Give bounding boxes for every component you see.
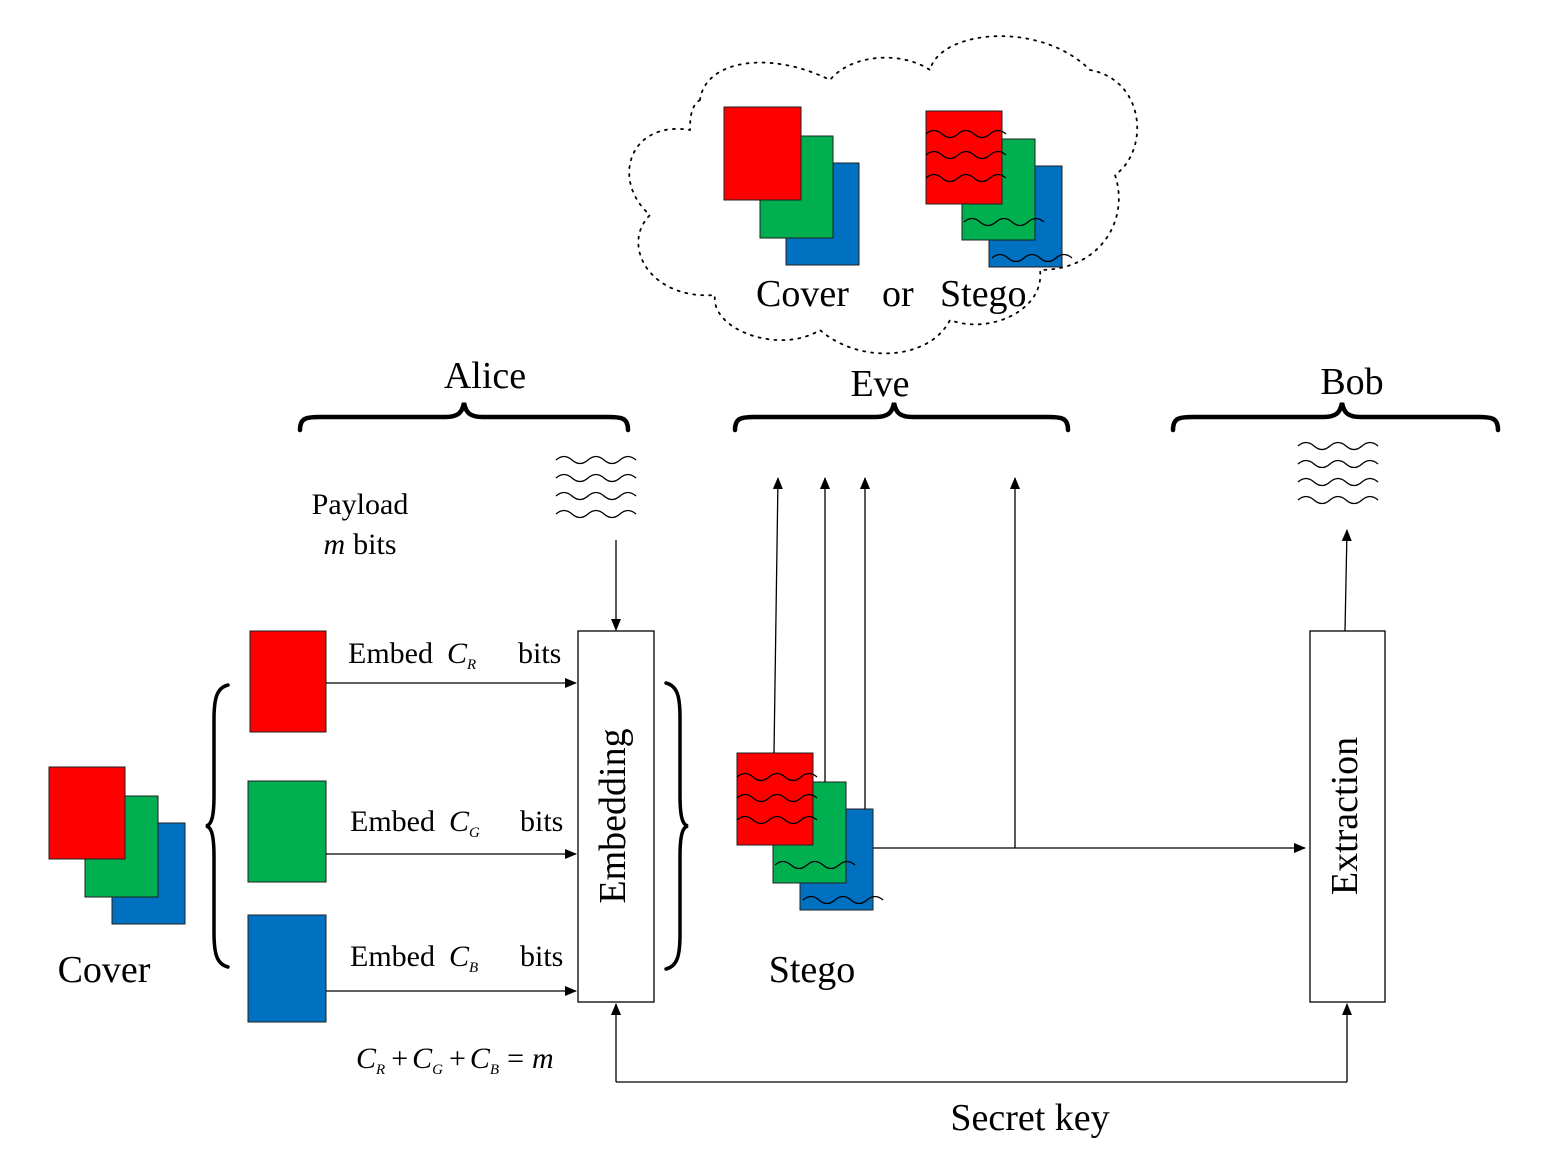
embed-green-word: Embed — [350, 805, 435, 838]
stego-label: Stego — [769, 949, 856, 991]
embedding-box — [577, 630, 655, 1003]
extraction-box — [1309, 630, 1386, 1003]
payload-wave-1 — [555, 455, 637, 465]
cover-label: Cover — [58, 949, 151, 991]
embed-blue-word: Embed — [350, 940, 435, 973]
cloud-cover-red-plane — [723, 106, 802, 201]
cloud-cover-label: Cover — [756, 273, 849, 315]
capacity-equation: CR+CG+CB=m — [356, 1042, 554, 1078]
red-channel-plane — [249, 630, 327, 733]
extracted-message-waves — [1297, 441, 1379, 505]
embedding-right-brace — [664, 681, 689, 971]
embed-red-subscript: R — [466, 657, 476, 673]
cloud-stego-red-plane — [925, 110, 1003, 205]
cover-red-plane — [48, 766, 126, 860]
cloud-stego-label: Stego — [940, 273, 1027, 315]
channels-left-brace — [205, 683, 230, 969]
cloud-stego-image — [925, 110, 1073, 268]
eq-sub-b: B — [490, 1062, 499, 1078]
eve-label: Eve — [850, 363, 909, 405]
bob-brace — [1170, 402, 1501, 433]
payload-m-symbol: m — [323, 528, 345, 561]
eq-m: m — [532, 1042, 554, 1075]
payload-label: Payload — [312, 488, 409, 521]
eq-sub-g: G — [432, 1062, 443, 1078]
eq-c-r: C — [356, 1042, 377, 1075]
eq-equals: = — [507, 1042, 524, 1075]
extraction-label: Extraction — [1324, 737, 1366, 895]
eq-c-g: C — [412, 1042, 433, 1075]
payload-message-waves — [555, 455, 637, 519]
green-channel-plane — [247, 780, 327, 883]
eq-plus-1: + — [391, 1042, 408, 1075]
embed-red-symbol: C — [447, 637, 468, 670]
eq-plus-2: + — [449, 1042, 466, 1075]
bob-label: Bob — [1320, 361, 1383, 403]
alice-brace — [297, 402, 631, 433]
extracted-wave-3 — [1297, 477, 1379, 487]
secret-key-label: Secret key — [950, 1097, 1109, 1139]
embed-blue-symbol: C — [449, 940, 470, 973]
eve-arrow-red — [772, 477, 783, 754]
alice-label: Alice — [444, 355, 526, 397]
extracted-wave-1 — [1297, 441, 1379, 451]
stego-red-plane — [736, 752, 814, 846]
embed-green-label: Embed CG — [350, 805, 480, 841]
eve-brace — [732, 402, 1071, 433]
extracted-wave-2 — [1297, 459, 1379, 469]
payload-bits-word: bits — [353, 528, 396, 561]
embed-blue-label: Embed CB — [350, 940, 478, 976]
payload-wave-4 — [555, 509, 637, 519]
embed-red-label: Embed CR — [348, 637, 476, 673]
extraction-to-message-arrow — [1341, 529, 1352, 632]
eq-sub-r: R — [375, 1062, 385, 1078]
blue-channel-plane — [247, 914, 327, 1023]
embed-blue-bits: bits — [520, 940, 563, 973]
cloud-or-label: or — [882, 273, 914, 315]
cloud-outline — [628, 35, 1139, 355]
payload-wave-3 — [555, 491, 637, 501]
embed-blue-subscript: B — [469, 960, 478, 976]
eq-c-b: C — [470, 1042, 491, 1075]
cover-image — [48, 766, 186, 925]
embed-red-word: Embed — [348, 637, 433, 670]
stego-image — [736, 752, 884, 911]
embedding-label: Embedding — [592, 728, 634, 903]
payload-wave-2 — [555, 473, 637, 483]
cloud-cover-image — [723, 106, 860, 266]
extracted-wave-4 — [1297, 495, 1379, 505]
embed-green-bits: bits — [520, 805, 563, 838]
embed-green-symbol: C — [449, 805, 470, 838]
embed-green-subscript: G — [469, 825, 480, 841]
embed-red-bits: bits — [518, 637, 561, 670]
